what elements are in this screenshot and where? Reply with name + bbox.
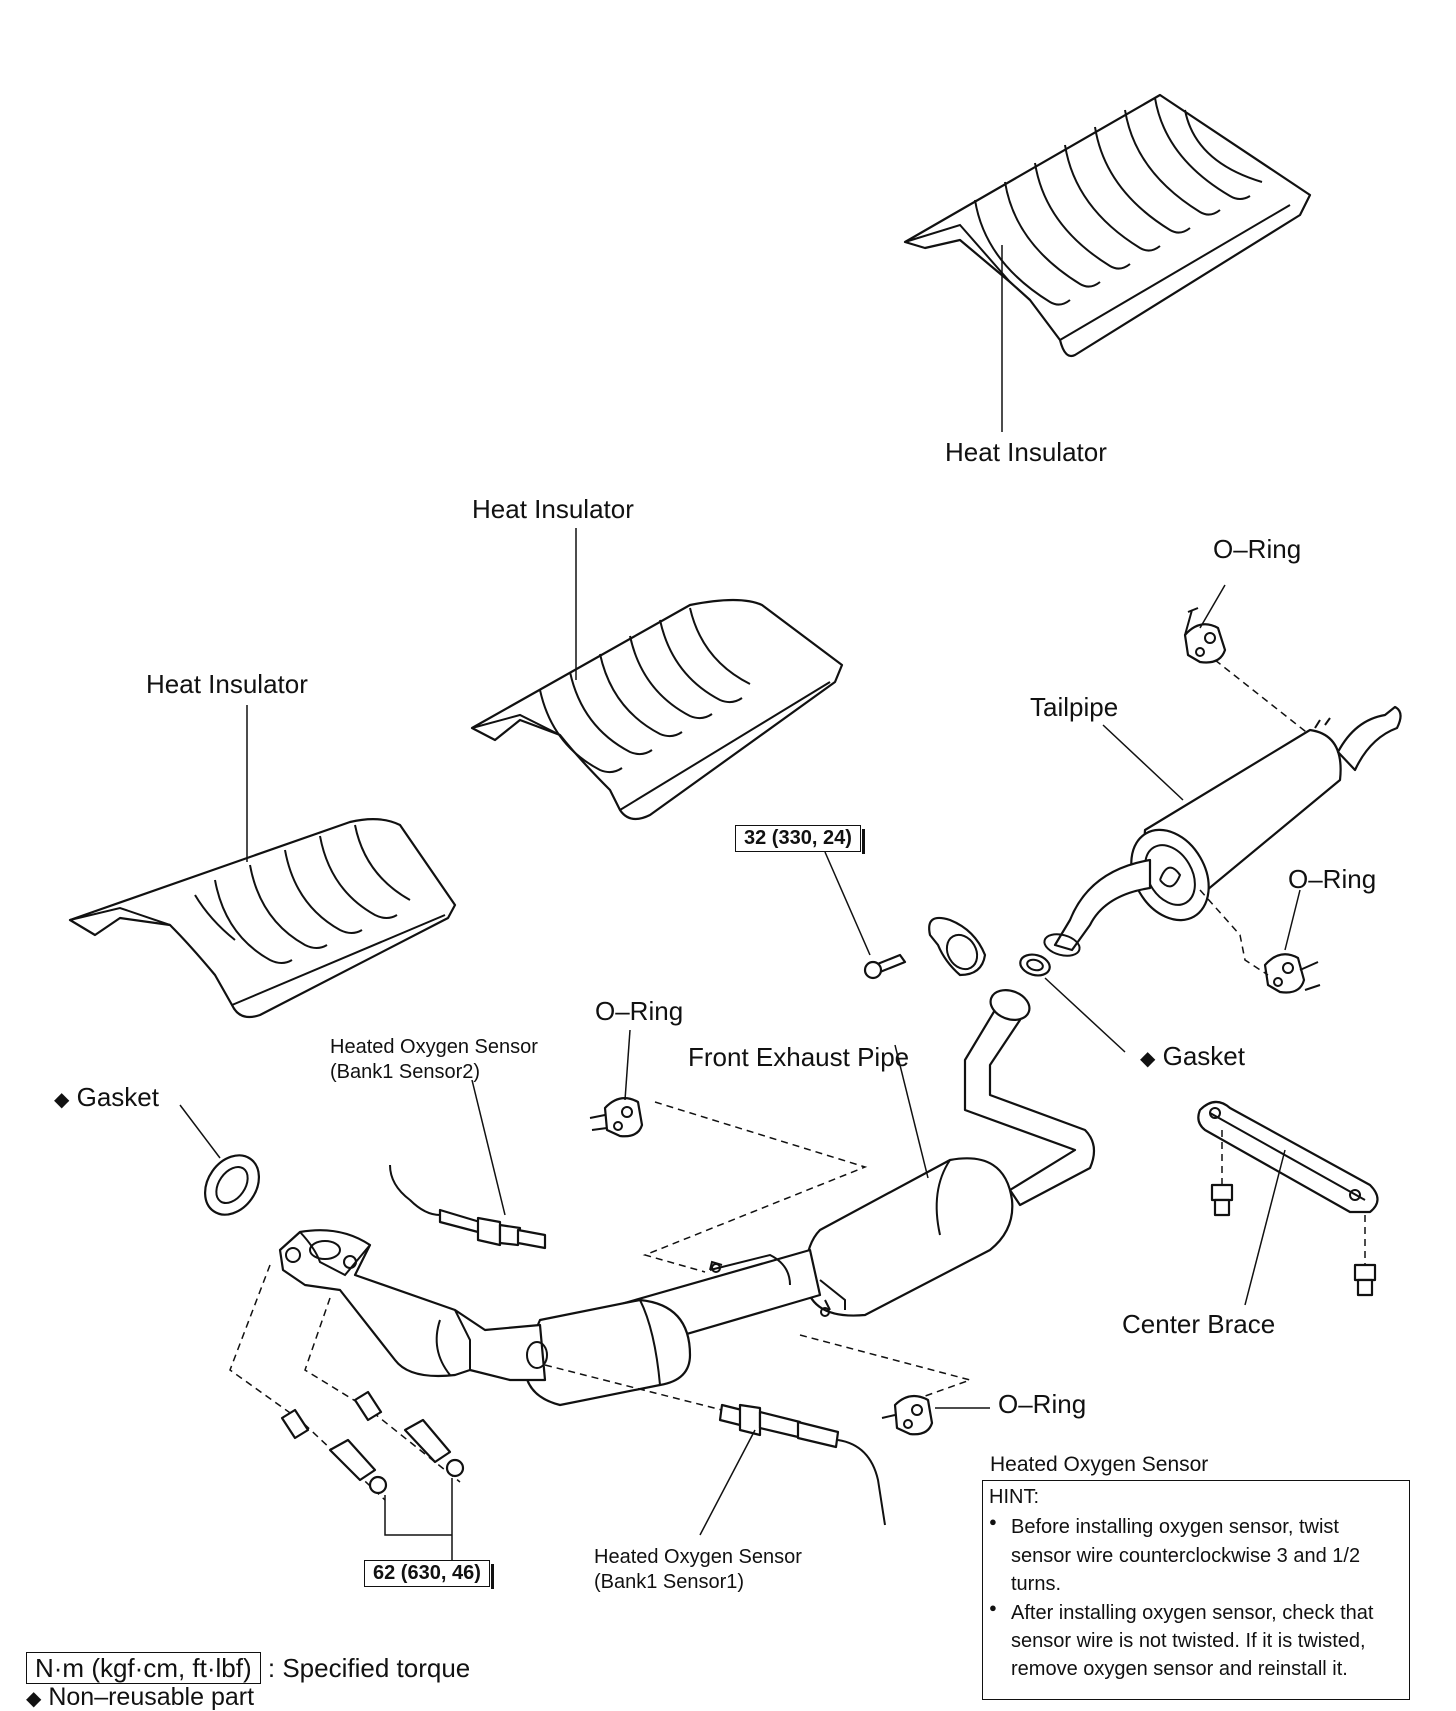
- torque-manifold-box: 62 (630, 46): [364, 1560, 494, 1589]
- center-brace-part: [1197, 1100, 1379, 1297]
- hint-list: Before installing oxygen sensor, twist s…: [989, 1513, 1403, 1683]
- o-ring-lower-part: [881, 1394, 934, 1436]
- legend-non-reusable-text: Non–reusable part: [48, 1683, 255, 1711]
- clamp-part: [863, 916, 987, 980]
- hint-heading: HINT:: [989, 1486, 1039, 1508]
- label-tailpipe: Tailpipe: [1030, 692, 1119, 722]
- o-ring-top-part: [1183, 607, 1227, 664]
- label-oxygen-sensor-bank1-sensor2: Heated Oxygen Sensor (Bank1 Sensor2): [330, 1036, 538, 1083]
- non-reusable-symbol: ◆: [54, 1089, 70, 1111]
- gasket-left-part: [204, 1154, 260, 1216]
- legend-torque-text: : Specified torque: [267, 1653, 471, 1683]
- leader-front-exhaust-pipe: [894, 1044, 929, 1179]
- o-ring-tailpipe-part: [1263, 953, 1321, 994]
- label-gasket-left: ◆ Gasket: [54, 1082, 159, 1112]
- legend-non-reusable: ◆ Non–reusable part: [26, 1683, 255, 1711]
- tailpipe-part: [1043, 705, 1402, 957]
- leader-gasket-right: [1044, 977, 1126, 1053]
- hint-title: Heated Oxygen Sensor: [990, 1453, 1209, 1476]
- leader-tailpipe: [1102, 724, 1184, 801]
- heat-insulator-rear-part: [903, 93, 1312, 358]
- leader-o-ring-tailpipe: [1284, 889, 1301, 951]
- leader-oxygen-sensor-2: [471, 1079, 506, 1216]
- label-o-ring-front: O–Ring: [595, 996, 684, 1026]
- non-reusable-symbol: ◆: [1140, 1048, 1156, 1070]
- label-front-exhaust-pipe: Front Exhaust Pipe: [688, 1042, 910, 1072]
- leader-oxygen-sensor-1: [699, 1429, 756, 1536]
- oxygen-sensor-bank1-sensor1-part: [718, 1403, 886, 1526]
- label-o-ring-tailpipe: O–Ring: [1288, 864, 1377, 894]
- label-o-ring-lower: O–Ring: [998, 1389, 1087, 1419]
- label-gasket-right: ◆ Gasket: [1140, 1041, 1245, 1071]
- heat-insulator-center-part: [470, 598, 844, 821]
- o-ring-front-part: [589, 1097, 644, 1138]
- label-heat-insulator-center: Heat Insulator: [472, 494, 634, 524]
- label-heat-insulator-front: Heat Insulator: [146, 669, 308, 699]
- hint-item: Before installing oxygen sensor, twist s…: [989, 1513, 1403, 1598]
- leader-center-brace: [1244, 1149, 1286, 1306]
- gasket-right-part: [1019, 953, 1051, 977]
- leader-clamp-torque: [824, 851, 871, 956]
- oxygen-sensor-bank1-sensor2-part: [389, 1164, 547, 1250]
- label-o-ring-top: O–Ring: [1213, 534, 1302, 564]
- front-exhaust-pipe-part: [278, 989, 1096, 1407]
- manifold-studs-part: [229, 1264, 465, 1501]
- heat-insulator-front-part: [68, 818, 457, 1019]
- hint-item: After installing oxygen sensor, check th…: [989, 1599, 1403, 1684]
- legend-torque-units: N·m (kgf·cm, ft·lbf): [26, 1652, 261, 1684]
- label-center-brace: Center Brace: [1122, 1309, 1276, 1339]
- label-heat-insulator-rear: Heat Insulator: [945, 437, 1107, 467]
- label-oxygen-sensor-bank1-sensor1: Heated Oxygen Sensor (Bank1 Sensor1): [594, 1546, 802, 1593]
- leader-o-ring-front: [624, 1029, 631, 1101]
- leader-gasket-left: [179, 1104, 221, 1159]
- non-reusable-symbol: ◆: [26, 1688, 42, 1710]
- leader-o-ring-top: [1199, 584, 1226, 629]
- hint-box: HINT: Before installing oxygen sensor, t…: [982, 1480, 1410, 1700]
- legend-torque: N·m (kgf·cm, ft·lbf) : Specified torque: [26, 1652, 471, 1684]
- leader-manifold-torque: [384, 1478, 453, 1560]
- torque-clamp-box: 32 (330, 24): [735, 825, 865, 854]
